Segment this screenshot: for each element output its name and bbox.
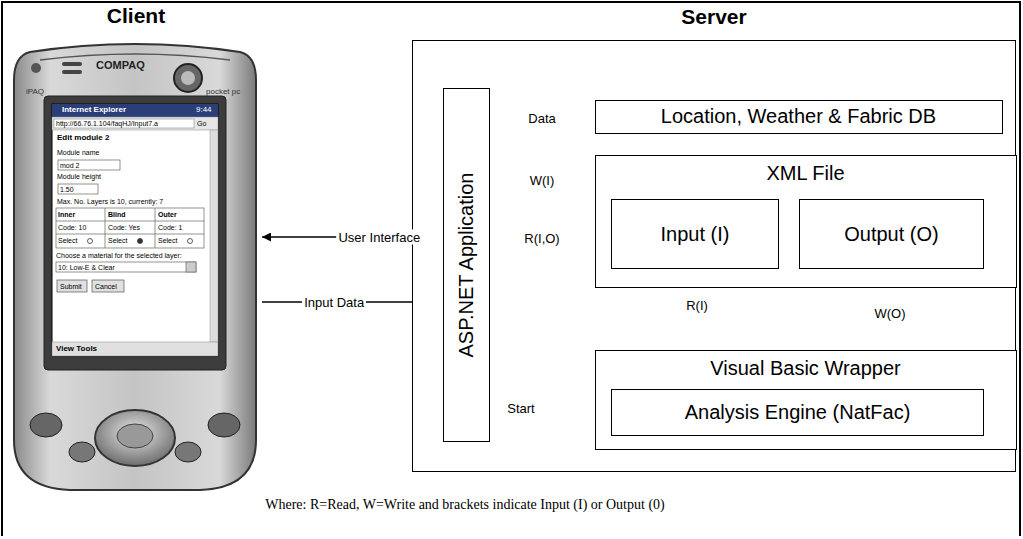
engine-box: Analysis Engine (NatFac) <box>611 389 984 436</box>
file-box: XML FileInput (I) Output (O) <box>595 155 1017 288</box>
device-label: mod 2 <box>60 162 79 169</box>
caption: Where: R=Read, W=Write and brackets indi… <box>120 497 810 513</box>
device-label: Module name <box>57 149 99 156</box>
device-label: Go <box>197 120 206 127</box>
device-label: Select <box>158 237 177 244</box>
device-label: Code: Yes <box>108 224 140 231</box>
device-label: Blind <box>108 211 126 218</box>
device-label: Outer <box>158 211 177 218</box>
node-label: Analysis Engine (NatFac) <box>612 390 983 435</box>
device-label: Max. No. Layers is 10, currently: 7 <box>57 198 163 205</box>
device-label: iPAQ <box>26 88 44 96</box>
database-box: Location, Weather & Fabric DB <box>595 100 1003 134</box>
edge-label: Data <box>526 111 557 126</box>
edge-label: Start <box>505 401 536 416</box>
node-label: Client <box>10 4 262 28</box>
edge-label: Input Data <box>302 295 366 310</box>
node-label: ASP.NET Application <box>455 172 478 357</box>
device-label: Code: 1 <box>158 224 183 231</box>
node-label: Visual Basic Wrapper <box>596 357 1016 380</box>
device-label: Module height <box>57 173 101 180</box>
edge-label: R(I) <box>684 298 710 313</box>
device-label: Edit module 2 <box>57 134 109 142</box>
client-device: Client <box>10 40 262 487</box>
application-box: ASP.NET Application <box>443 88 490 442</box>
device-label: Code: 10 <box>58 224 86 231</box>
device-label: View Tools <box>56 345 97 353</box>
device-label: 10: Low-E & Clear <box>58 264 115 271</box>
server-box: ServerASP.NET ApplicationLocation, Weath… <box>412 40 1016 472</box>
edge-label: User Interface <box>336 230 422 245</box>
device-label: Select <box>58 237 77 244</box>
device-label: Internet Explorer <box>62 106 126 114</box>
node-label: Location, Weather & Fabric DB <box>596 101 1002 133</box>
edge-label: W(O) <box>872 306 907 321</box>
output-box: Output (O) <box>799 199 984 269</box>
node-label: XML File <box>596 162 1016 185</box>
device-label: 1.50 <box>60 186 74 193</box>
device-label: Select <box>108 237 127 244</box>
device-label: Inner <box>58 211 75 218</box>
node-label: Input (I) <box>612 200 778 268</box>
wrapper-box: Visual Basic WrapperAnalysis Engine (Nat… <box>595 350 1017 450</box>
device-label: COMPAQ <box>96 60 145 71</box>
input-box: Input (I) <box>611 199 779 269</box>
device-label: Cancel <box>95 283 117 290</box>
device-label: http://66.76.1.104/faqHJ/Input7.a <box>56 120 158 127</box>
device-label: 9:44 <box>196 106 212 114</box>
node-label: Server <box>413 5 1015 29</box>
device-label: pocket pc <box>206 88 240 96</box>
edge-label: R(I,O) <box>522 231 561 246</box>
edge-label: W(I) <box>528 173 557 188</box>
pda-illustration <box>14 44 256 490</box>
node-label: Output (O) <box>800 200 983 268</box>
device-label: Submit <box>60 283 82 290</box>
device-label: Choose a material for the selected layer… <box>56 252 182 259</box>
